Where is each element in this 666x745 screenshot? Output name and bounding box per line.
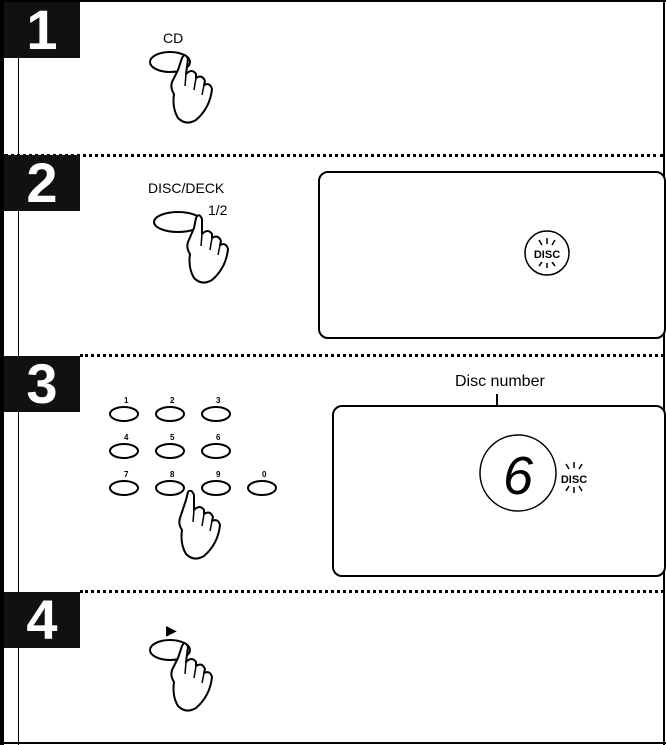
key-1-label: 1 bbox=[124, 396, 129, 405]
frame-top-border bbox=[0, 0, 666, 2]
lcd-display-step-2 bbox=[318, 171, 666, 339]
key-0-button[interactable] bbox=[246, 479, 278, 497]
disc-indicator-text: DISC bbox=[534, 249, 560, 261]
cd-button-label: CD bbox=[163, 30, 184, 46]
key-9-label: 9 bbox=[216, 470, 221, 479]
disc-deck-button-label: DISC/DECK bbox=[148, 180, 225, 196]
key-5-button[interactable] bbox=[154, 442, 186, 460]
step-4-number: 4 bbox=[26, 588, 58, 651]
separator-3 bbox=[80, 590, 664, 593]
key-7-button[interactable] bbox=[108, 479, 140, 497]
separator-2 bbox=[80, 354, 664, 357]
key-9-button[interactable] bbox=[200, 479, 232, 497]
play-button-label: ▶ bbox=[166, 622, 177, 638]
play-button[interactable] bbox=[148, 636, 248, 716]
frame-right-border bbox=[663, 0, 665, 745]
frame-bottom-border bbox=[4, 742, 666, 744]
key-5-label: 5 bbox=[170, 433, 175, 442]
disc-indicator-icon: DISC bbox=[522, 228, 572, 278]
step-3-badge: 3 bbox=[4, 356, 80, 412]
step-1-badge: 1 bbox=[4, 2, 80, 58]
disc-number-circle-icon: 6 DISC bbox=[478, 428, 598, 518]
separator-1 bbox=[4, 154, 664, 157]
disc-deck-button[interactable] bbox=[150, 208, 250, 288]
key-0-label: 0 bbox=[262, 470, 267, 479]
key-2-button[interactable] bbox=[154, 405, 186, 423]
disc-number-digit: 6 bbox=[503, 446, 534, 506]
key-2-label: 2 bbox=[170, 396, 175, 405]
step-2-badge: 2 bbox=[4, 155, 80, 211]
key-6-label: 6 bbox=[216, 433, 221, 442]
disc-indicator-text-step-3: DISC bbox=[561, 474, 587, 486]
step-2-number: 2 bbox=[26, 151, 58, 214]
step-4-badge: 4 bbox=[4, 592, 80, 648]
key-3-button[interactable] bbox=[200, 405, 232, 423]
key-4-button[interactable] bbox=[108, 442, 140, 460]
disc-deck-button-sublabel: 1/2 bbox=[208, 202, 228, 218]
step-1-number: 1 bbox=[26, 0, 58, 61]
key-7-label: 7 bbox=[124, 470, 129, 479]
step-3-number: 3 bbox=[26, 352, 58, 415]
key-4-label: 4 bbox=[124, 433, 129, 442]
key-8-button[interactable] bbox=[154, 479, 186, 497]
key-1-button[interactable] bbox=[108, 405, 140, 423]
disc-number-label: Disc number bbox=[455, 373, 545, 390]
key-8-label: 8 bbox=[170, 470, 175, 479]
cd-button[interactable] bbox=[148, 48, 248, 128]
key-3-label: 3 bbox=[216, 396, 221, 405]
frame-left-border bbox=[0, 0, 4, 745]
key-6-button[interactable] bbox=[200, 442, 232, 460]
pointing-hand-icon bbox=[172, 490, 252, 570]
